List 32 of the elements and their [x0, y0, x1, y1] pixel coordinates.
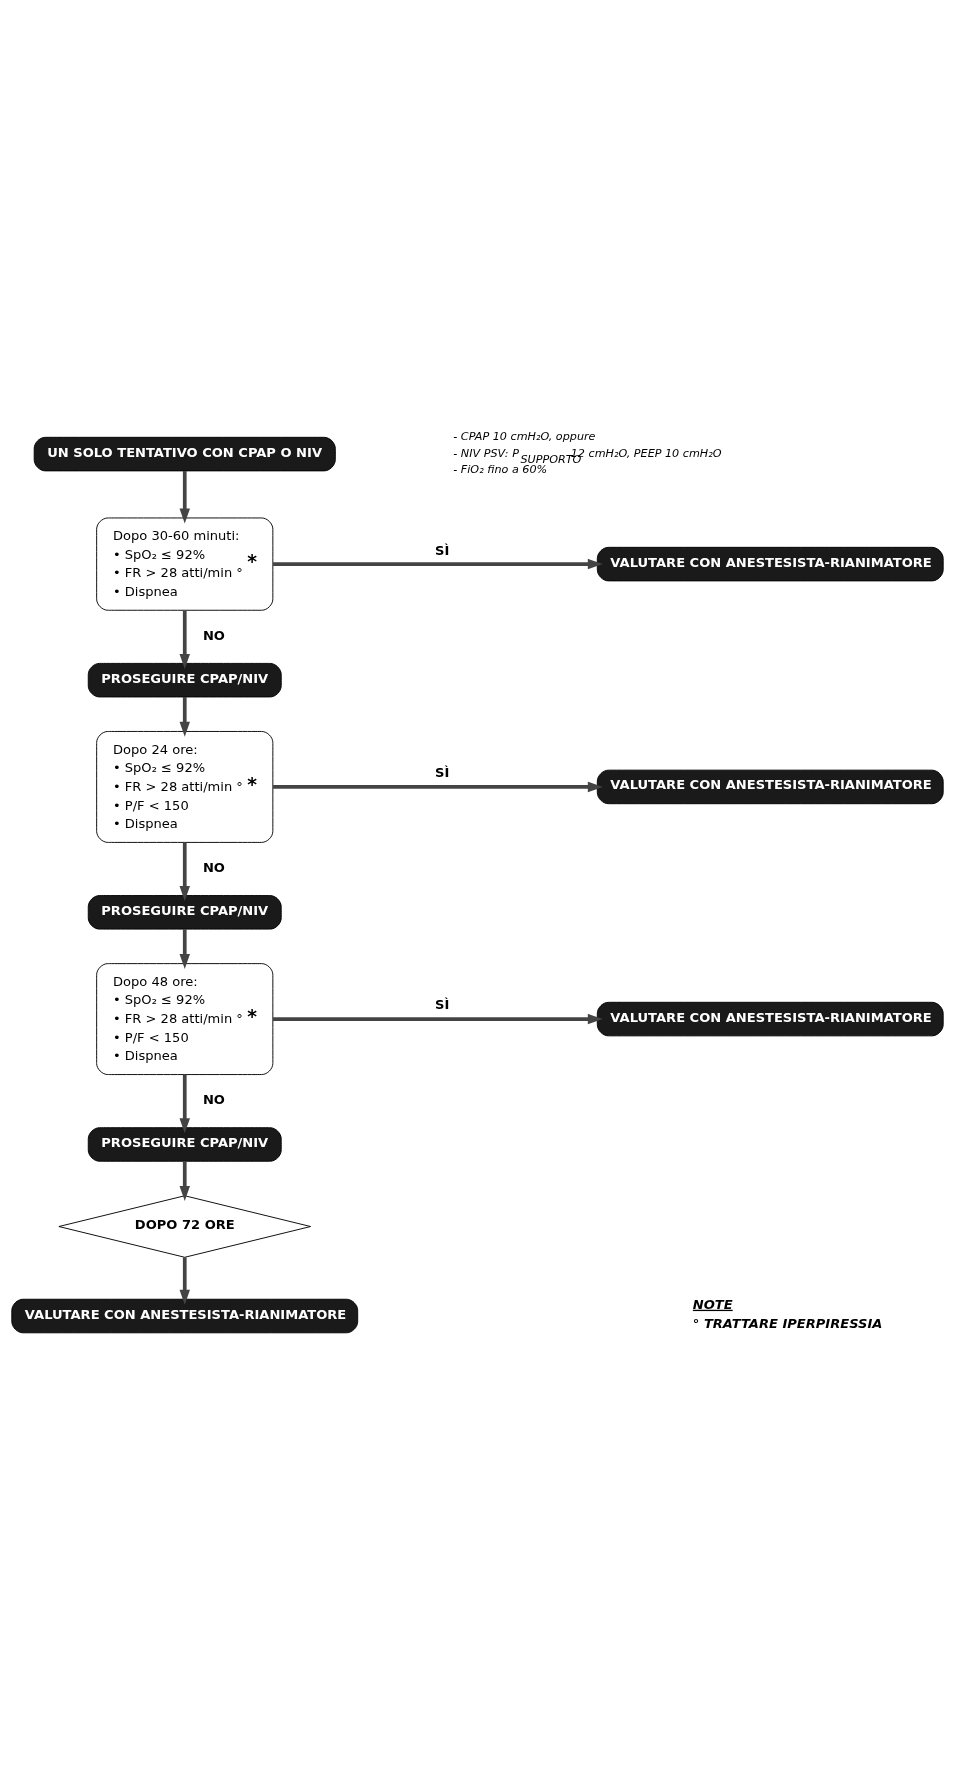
edge-label: NO	[202, 1092, 225, 1108]
arrow	[179, 842, 190, 902]
arrow	[273, 781, 603, 793]
edge-label: NO	[202, 859, 225, 875]
node-box: VALUTARE CON ANESTESISTA-RIANIMATORE	[596, 769, 944, 805]
node-box: VALUTARE CON ANESTESISTA-RIANIMATORE	[596, 546, 944, 582]
arrow	[179, 1074, 190, 1134]
arrow	[179, 610, 190, 669]
node-box: Dopo 48 ore: * • SpO₂ ≤ 92% • FR > 28 atti/min ° • P/F < 150 • Dispnea	[96, 963, 274, 1076]
node-box: VALUTARE CON ANESTESISTA-RIANIMATORE	[11, 1298, 359, 1334]
node-label: - CPAP 10 cmH₂O, oppure	[453, 429, 596, 443]
arrow	[179, 1161, 190, 1202]
arrow	[179, 929, 190, 969]
node-box: UN SOLO TENTATIVO CON CPAP O NIV	[33, 436, 336, 472]
arrow	[179, 697, 190, 737]
node-box: VALUTARE CON ANESTESISTA-RIANIMATORE	[596, 1001, 944, 1037]
edge-label: SÌ	[435, 765, 450, 781]
arrow	[273, 1013, 603, 1025]
arrow	[179, 471, 190, 524]
node-box: PROSEGUIRE CPAP/NIV	[87, 895, 282, 930]
node-box: PROSEGUIRE CPAP/NIV	[87, 662, 282, 698]
arrow	[179, 1257, 190, 1305]
arrow	[273, 558, 603, 570]
edge-label: NO	[202, 627, 225, 643]
edge-label: SÌ	[435, 997, 450, 1013]
node-label: - FiO₂ fino a 60%	[453, 463, 548, 477]
label: ° TRATTARE IPERPIRESSIA	[692, 1316, 883, 1332]
node-diamond: DOPO 72 ORE	[58, 1195, 312, 1258]
edge-label: SÌ	[435, 542, 450, 558]
node-box: PROSEGUIRE CPAP/NIV	[87, 1127, 282, 1162]
label: NOTE	[692, 1296, 733, 1312]
node-box: Dopo 24 ore: * • SpO₂ ≤ 92% • FR > 28 atti/min ° • P/F < 150 • Dispnea	[96, 731, 274, 843]
